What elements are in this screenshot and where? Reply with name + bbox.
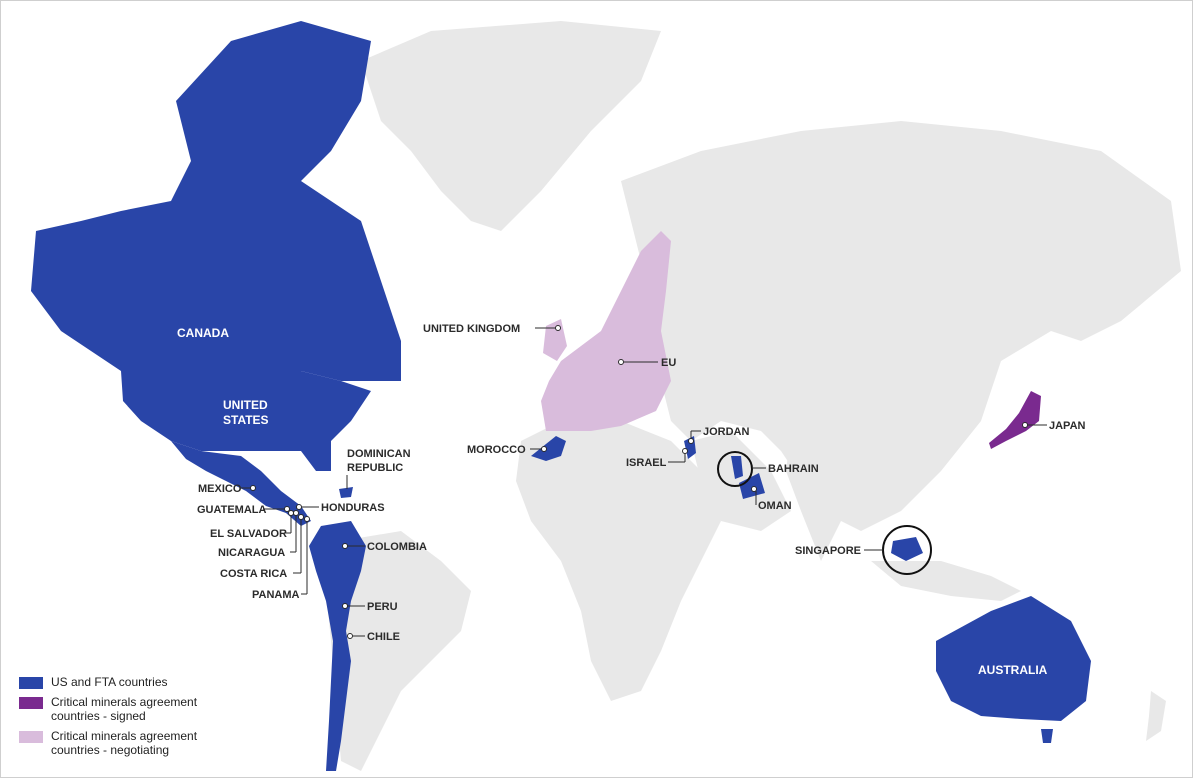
africa-shape — [516, 421, 721, 701]
united-kingdom-shape — [543, 319, 567, 361]
eurasia-shape — [621, 121, 1181, 531]
legend: US and FTA countries Critical minerals a… — [19, 675, 279, 763]
dominican-republic-callout: DOMINICAN REPUBLIC — [346, 448, 411, 489]
honduras-callout: HONDURAS — [296, 502, 385, 514]
morocco-shape — [531, 436, 566, 461]
greenland-shape — [361, 21, 661, 231]
label-singapore: SINGAPORE — [795, 545, 861, 557]
legend-item-signed: Critical minerals agreement countries - … — [19, 695, 279, 723]
colombia-callout: COLOMBIA — [342, 541, 427, 553]
label-jordan: JORDAN — [703, 426, 750, 438]
bahrain-callout: BAHRAIN — [752, 463, 819, 475]
label-israel: ISRAEL — [626, 457, 667, 469]
land-background — [326, 21, 1181, 771]
panama-callout: PANAMA — [252, 516, 310, 601]
bahrain-shape — [731, 456, 743, 479]
label-dominican-republic-line1: DOMINICAN — [347, 448, 411, 460]
label-united-kingdom: UNITED KINGDOM — [423, 323, 520, 335]
mexico-callout: MEXICO — [198, 483, 256, 495]
legend-swatch-fta — [19, 677, 43, 689]
label-colombia: COLOMBIA — [367, 541, 427, 553]
label-mexico: MEXICO — [198, 483, 242, 495]
oman-shape — [739, 473, 765, 499]
label-united-states-line1: UNITED — [223, 398, 268, 412]
morocco-callout: MOROCCO — [467, 444, 547, 456]
label-australia: AUSTRALIA — [978, 663, 1048, 677]
costa-rica-callout: COSTA RICA — [220, 514, 304, 580]
japan-callout: JAPAN — [1022, 420, 1086, 432]
fta-countries — [31, 21, 1091, 771]
legend-label-negotiating: Critical minerals agreement countries - … — [51, 729, 198, 757]
label-panama: PANAMA — [252, 589, 300, 601]
israel-callout: ISRAEL — [626, 448, 688, 469]
label-japan: JAPAN — [1049, 420, 1086, 432]
jordan-callout: JORDAN — [688, 426, 750, 444]
label-united-states-line2: STATES — [223, 413, 269, 427]
label-peru: PERU — [367, 601, 398, 613]
australia-shape — [936, 596, 1091, 721]
nicaragua-callout: NICARAGUA — [218, 510, 299, 559]
guatemala-callout: GUATEMALA — [197, 504, 290, 516]
label-costa-rica: COSTA RICA — [220, 568, 287, 580]
label-chile: CHILE — [367, 631, 400, 643]
legend-swatch-negotiating — [19, 731, 43, 743]
united-kingdom-callout: UNITED KINGDOM — [423, 323, 561, 335]
peru-callout: PERU — [342, 601, 398, 613]
label-el-salvador: EL SALVADOR — [210, 528, 287, 540]
label-canada: CANADA — [177, 326, 229, 340]
japan-shape — [989, 391, 1041, 449]
label-honduras: HONDURAS — [321, 502, 385, 514]
label-nicaragua: NICARAGUA — [218, 547, 285, 559]
south-america-shape — [326, 531, 471, 771]
label-guatemala: GUATEMALA — [197, 504, 267, 516]
singapore-shape — [891, 537, 923, 561]
eu-callout: EU — [618, 357, 676, 369]
canada-shape — [31, 21, 401, 381]
eu-shape — [541, 231, 671, 431]
legend-label-signed: Critical minerals agreement countries - … — [51, 695, 198, 723]
label-eu: EU — [661, 357, 676, 369]
arabia-shape — [691, 431, 791, 531]
legend-item-negotiating: Critical minerals agreement countries - … — [19, 729, 279, 757]
india-shape — [786, 431, 861, 561]
bahrain-highlight-circle — [717, 451, 753, 487]
chile-callout: CHILE — [347, 631, 400, 643]
legend-swatch-signed — [19, 697, 43, 709]
dominican-republic-shape — [339, 487, 353, 498]
legend-label-fta: US and FTA countries — [51, 675, 168, 689]
indonesia-shape — [871, 561, 1021, 601]
andes-shape — [309, 521, 366, 771]
label-oman: OMAN — [758, 500, 792, 512]
label-morocco: MOROCCO — [467, 444, 526, 456]
label-dominican-republic-line2: REPUBLIC — [347, 462, 403, 474]
united-states-shape — [121, 371, 371, 471]
legend-item-fta: US and FTA countries — [19, 675, 279, 689]
negotiating-countries — [541, 231, 671, 431]
oman-callout: OMAN — [751, 486, 792, 512]
mexico-shape — [171, 441, 311, 526]
label-bahrain: BAHRAIN — [768, 463, 819, 475]
tasmania-shape — [1041, 729, 1053, 743]
new-zealand-shape — [1146, 691, 1166, 741]
singapore-callout: SINGAPORE — [795, 545, 883, 557]
